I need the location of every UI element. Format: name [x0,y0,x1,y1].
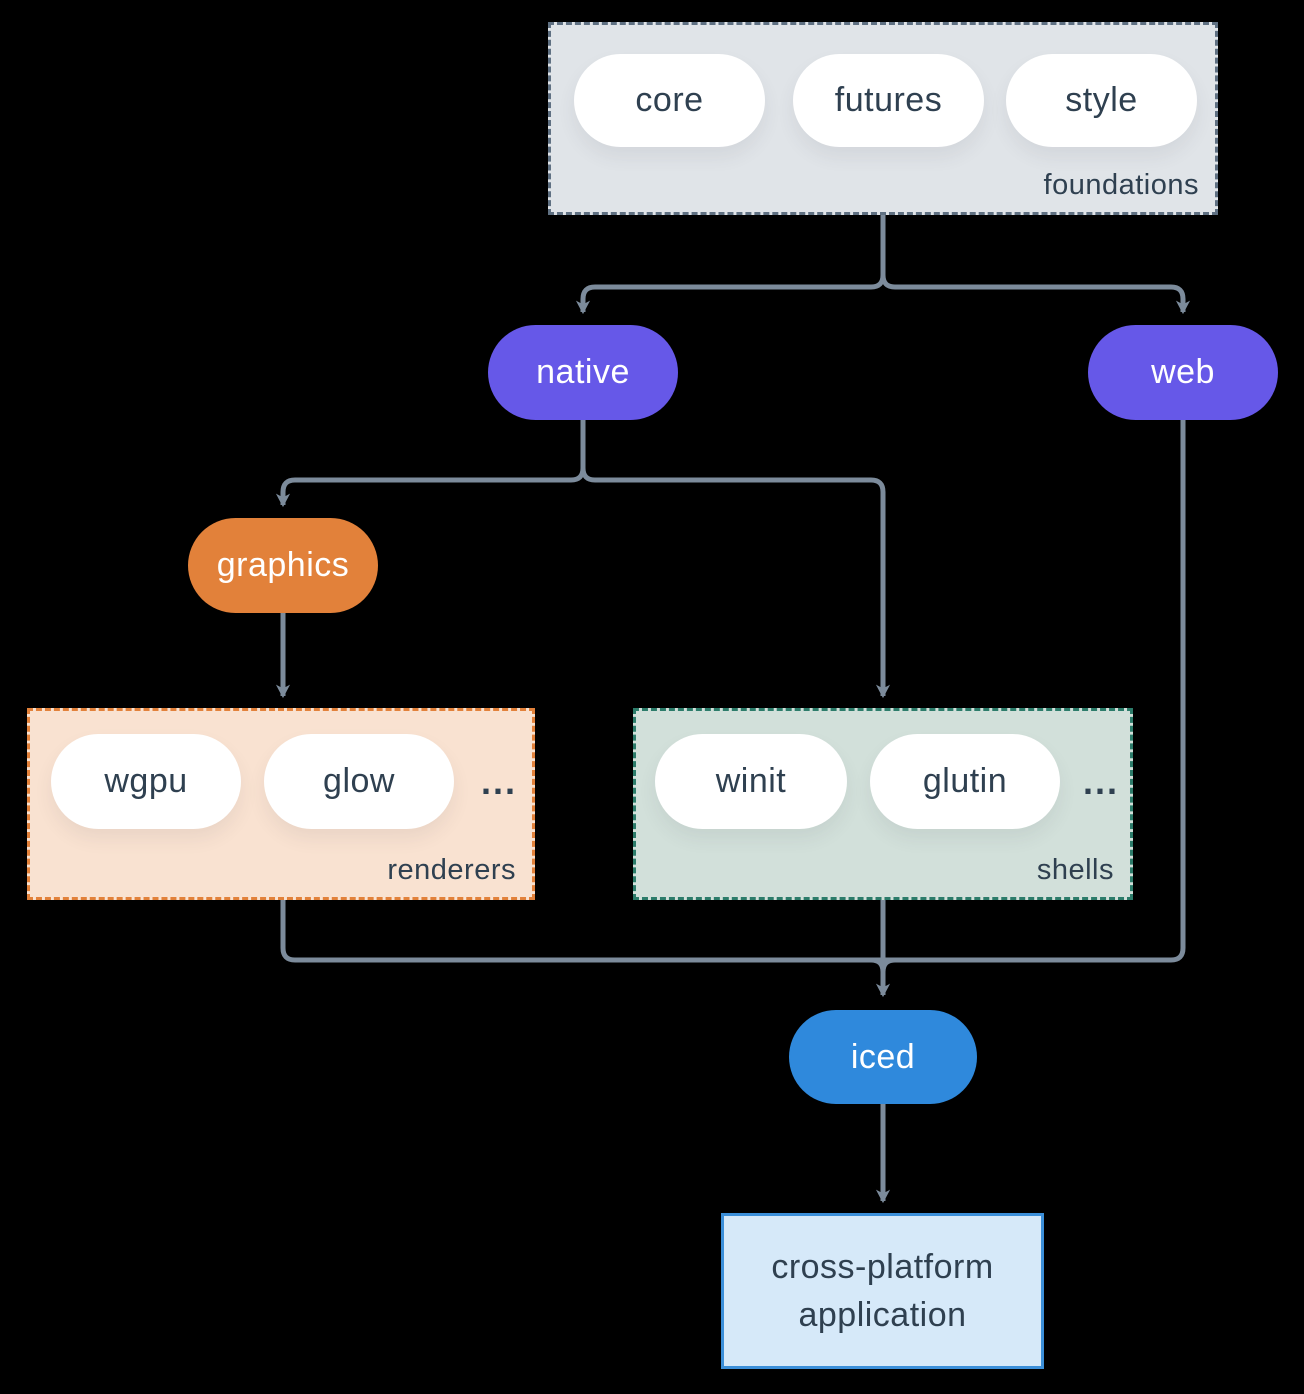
node-style: style [1006,54,1197,147]
node-glow-label: glow [323,762,395,800]
node-glutin: glutin [870,734,1060,829]
arrow-foundations-to-native [575,215,886,315]
node-winit-label: winit [715,762,787,800]
group-foundations: core futures style foundations [548,22,1218,215]
node-core: core [574,54,765,147]
arrow-native-to-shells [580,420,891,699]
arrow-native-to-graphics [275,420,586,508]
node-iced: iced [789,1010,977,1104]
arrow-foundations-to-web [880,215,1191,315]
node-wgpu-label: wgpu [104,762,188,800]
node-graphics-label: graphics [216,546,350,584]
node-style-label: style [1065,81,1138,119]
node-core-label: core [635,81,704,119]
renderers-group-label: renderers [387,854,516,886]
renderers-ellipsis: ... [480,760,517,802]
node-graphics: graphics [188,518,378,613]
application-label: cross-platform application [771,1247,994,1334]
node-web: web [1088,325,1278,420]
merge-renderers-web-line [280,420,1186,963]
node-native-label: native [536,353,630,391]
node-web-label: web [1151,353,1215,391]
shells-group-label: shells [1036,854,1114,886]
node-native: native [488,325,678,420]
node-iced-label: iced [850,1037,916,1076]
node-cross-platform-application: cross-platform application [721,1213,1044,1369]
node-glutin-label: glutin [922,762,1008,800]
shells-ellipsis: ... [1082,760,1119,802]
node-glow: glow [264,734,454,829]
node-wgpu: wgpu [51,734,241,829]
group-shells: winit glutin ... shells [633,708,1133,900]
node-winit: winit [655,734,847,829]
node-futures: futures [793,54,984,147]
group-renderers: wgpu glow ... renderers [27,708,535,900]
foundations-group-label: foundations [1043,169,1199,201]
node-futures-label: futures [834,81,943,119]
